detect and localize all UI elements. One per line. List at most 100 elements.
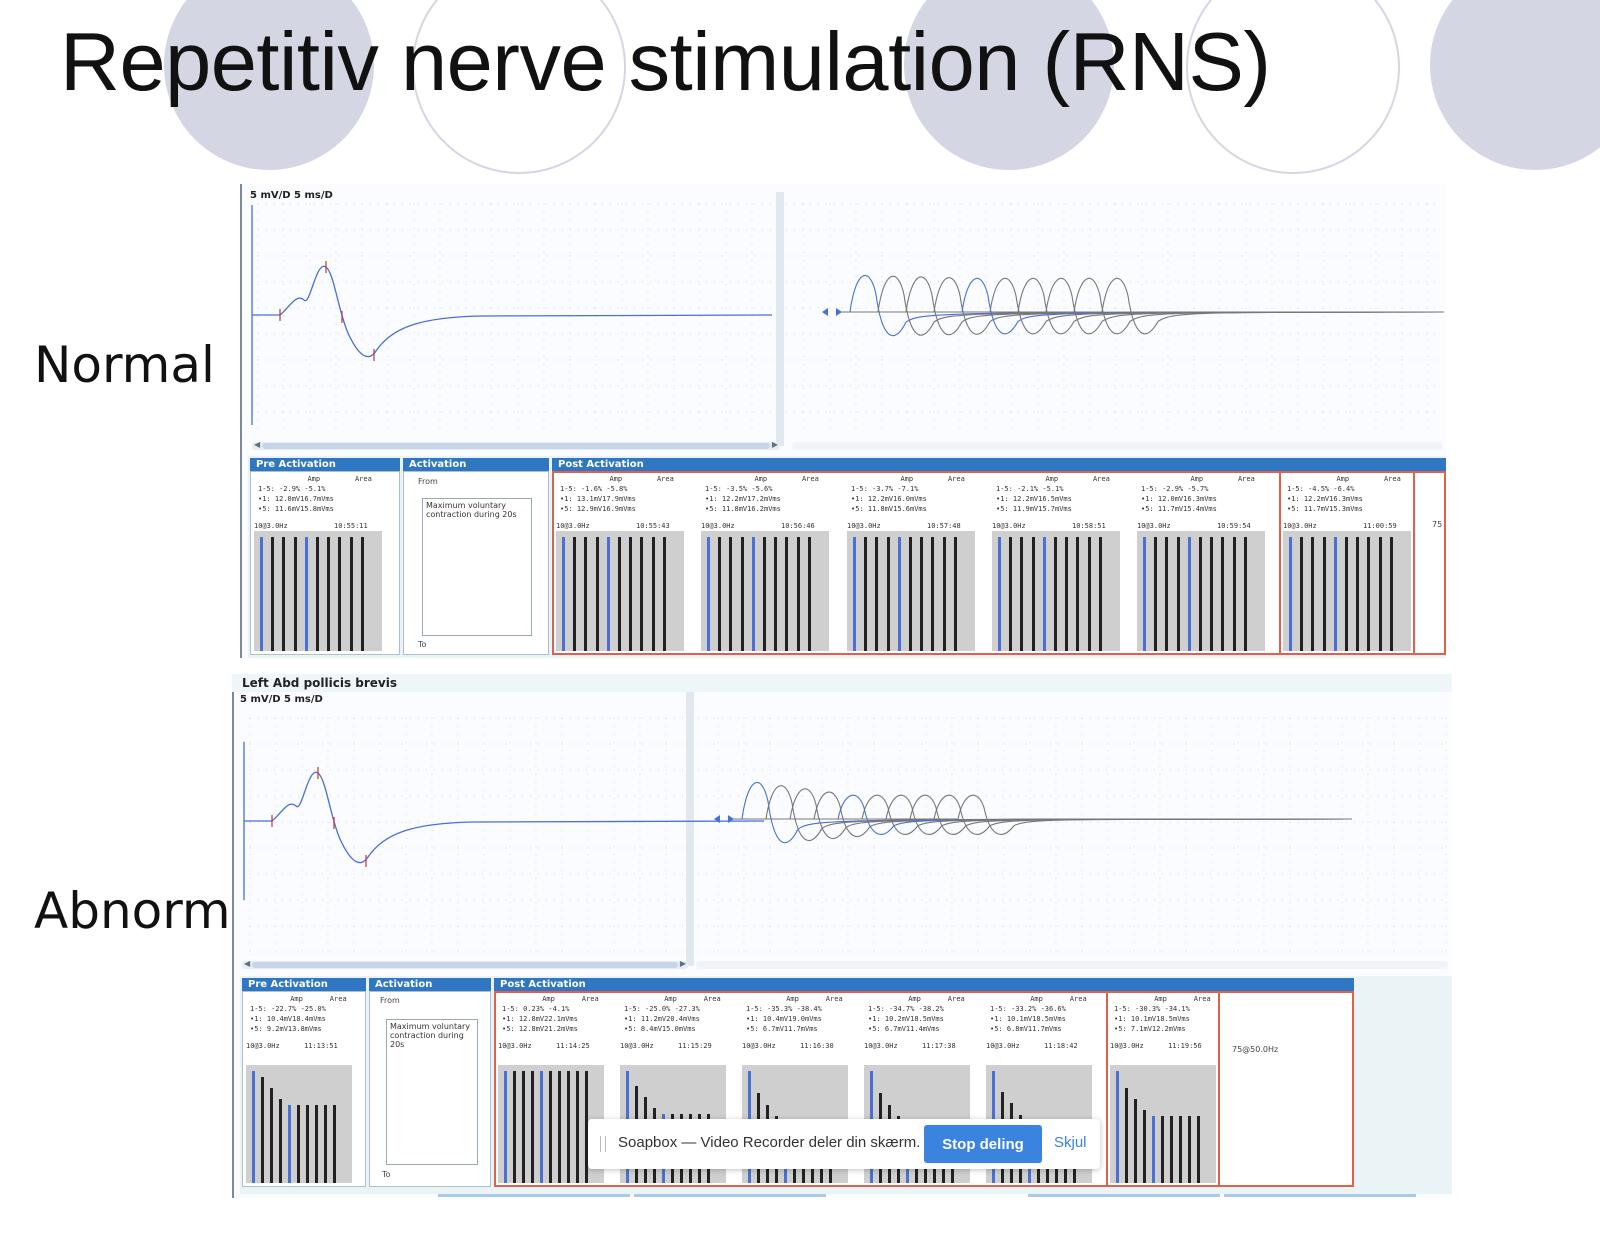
stat-first-response: •1: 10.2mV18.5mVms [868,1015,944,1023]
col-area-label: Area [656,475,674,483]
col-amp-label: Amp [900,475,914,483]
response-bar [1289,537,1292,651]
normal-extra-rate: 75 [1432,520,1443,529]
scroll-right-icon[interactable]: ▶ [679,959,686,968]
normal-pre-activation-header: Pre Activation [250,458,400,471]
response-bars [498,1065,604,1183]
normal-activation-to: To [418,640,427,649]
drag-handle-icon[interactable] [600,1136,606,1152]
response-bar [1322,537,1326,651]
response-bar [920,537,924,651]
response-bar [606,537,610,651]
grid-dots [249,717,1448,954]
response-bar [1134,1099,1137,1183]
stat-fifth-response: •5: 11.8mV15.6mVms [851,505,927,513]
response-bar [1170,1115,1173,1183]
response-bar [662,537,666,651]
stat-decrement: 1-5: -3.5% -5.6% [705,485,773,493]
repetitive-traces [840,275,1445,337]
stat-decrement: 1-5: -4.5% -6.4% [1287,485,1355,493]
response-bar [1197,1115,1200,1183]
abnormal-extra-rate: 75@50.0Hz [1232,1045,1279,1054]
response-bar [1243,537,1247,651]
response-bar [931,537,935,651]
stim-rate: 10@3.0Hz [556,522,590,530]
response-bar [1311,537,1315,651]
stimulus-marker-icon [822,308,842,316]
response-bar [260,537,263,651]
normal-activation-header: Activation [403,458,549,471]
stat-fifth-response: •5: 8.4mV15.0mVms [624,1025,696,1033]
stim-rate: 10@3.0Hz [847,522,881,530]
stat-decrement: 1-5: -35.3% -38.4% [746,1005,822,1013]
abnormal-scrollbar-left[interactable]: ◀ ▶ [242,959,688,969]
stat-decrement: 1-5: -33.2% -36.6% [990,1005,1066,1013]
timestamp: 11:19:56 [1168,1042,1202,1050]
response-bar [1378,537,1382,651]
response-bar [886,537,890,651]
stim-rate: 10@3.0Hz [992,522,1026,530]
normal-scrollbar-left[interactable]: ◀ ▶ [252,440,780,450]
timestamp: 11:18:42 [1044,1042,1078,1050]
timestamp: 10:59:54 [1217,522,1251,530]
hide-link[interactable]: Skjul [1054,1134,1087,1151]
response-bar [1221,537,1225,651]
scroll-right-icon[interactable]: ▶ [771,440,778,449]
col-amp-label: Amp [664,995,677,1003]
stat-decrement: 1-5: -1.6% -5.8% [560,485,628,493]
response-bar [504,1071,507,1183]
scroll-left-icon[interactable]: ◀ [254,440,261,449]
response-bar [333,1104,336,1183]
response-bar [540,1071,543,1183]
decorative-circle [904,0,1114,170]
response-bar [875,537,879,651]
normal-post-activation-header: Post Activation [552,458,1446,471]
response-bar [1300,537,1304,651]
response-bar [558,1071,561,1183]
stim-rate: 10@3.0Hz [620,1042,654,1050]
stat-first-response: •1: 12.0mV16.3mVms [1141,495,1217,503]
scroll-left-icon[interactable]: ◀ [244,959,251,968]
stim-rate: 10@3.0Hz [498,1042,532,1050]
normal-scrollbar-right[interactable] [792,442,1442,450]
response-bar [1345,537,1348,651]
stop-sharing-button[interactable]: Stop deling [924,1125,1042,1163]
timestamp: 10:57:48 [927,522,961,530]
col-amp-label: Amp [1336,475,1350,483]
response-bar [618,537,621,651]
col-amp-label: Amp [290,995,303,1003]
response-bar [853,537,856,651]
response-bar [271,537,275,651]
response-bar [807,537,811,651]
response-bar [531,1071,534,1183]
abnormal-activation-note: Maximum voluntary contraction during 20s [386,1019,478,1165]
col-area-label: Area [354,475,372,483]
stat-first-response: •1: 12.8mV22.1mVms [502,1015,578,1023]
col-area-label: Area [801,475,819,483]
stat-fifth-response: •5: 12.8mV21.2mVms [502,1025,578,1033]
response-bar [324,1104,327,1183]
response-bar [297,1104,300,1183]
response-bar [1009,537,1013,651]
stim-rate: 10@3.0Hz [246,1042,280,1050]
response-bar [774,537,778,651]
screen-share-bar: Soapbox — Video Recorder deler din skærm… [588,1119,1100,1169]
stim-rate: 10@3.0Hz [701,522,735,530]
col-amp-label: Amp [307,475,321,483]
col-amp-label: Amp [1045,475,1059,483]
response-bar [864,537,868,651]
stat-fifth-response: •5: 11.8mV16.2mVms [705,505,781,513]
stat-decrement: 1-5: 0.23% -4.1% [502,1005,570,1013]
abnormal-scrollbar-right[interactable] [696,961,1448,969]
stat-fifth-response: •5: 6.8mV11.7mVms [990,1025,1062,1033]
